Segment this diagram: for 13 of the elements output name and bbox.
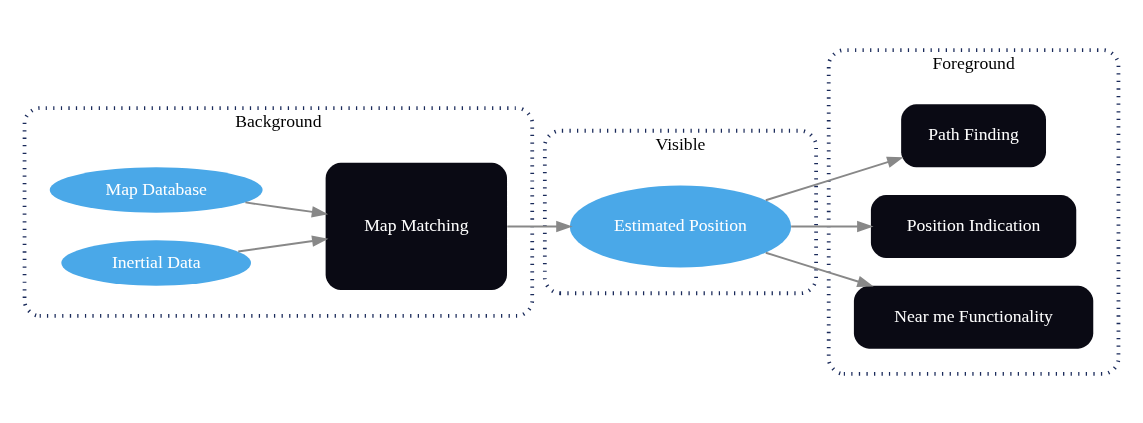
node-box: Map Matching	[325, 162, 508, 290]
arrow	[764, 156, 904, 201]
node-ellipse: Map Database	[49, 166, 263, 213]
node-ellipse: Inertial Data	[61, 239, 252, 286]
arrow	[790, 220, 874, 232]
arrow	[237, 234, 329, 252]
arrow	[506, 220, 573, 232]
arrow	[764, 251, 874, 287]
arrow	[244, 201, 329, 218]
node-ellipse: Estimated Position	[569, 185, 792, 267]
node-box: Position Indication	[870, 194, 1077, 258]
node-box: Path Finding	[901, 103, 1046, 167]
node-box: Near me Functionality	[853, 285, 1094, 349]
